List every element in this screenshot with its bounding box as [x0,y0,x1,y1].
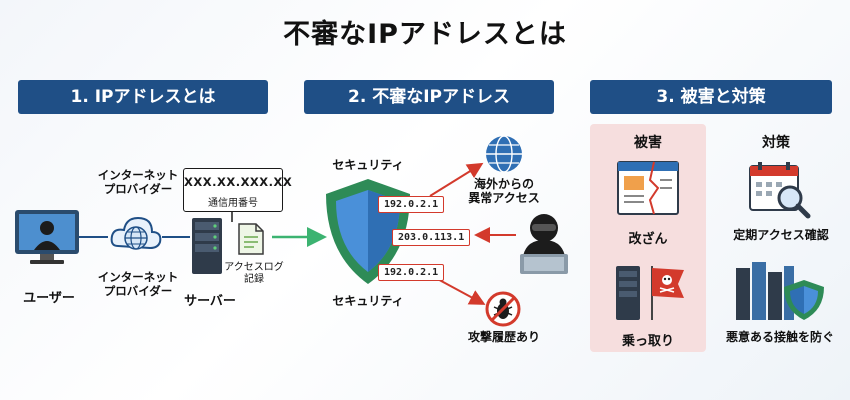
suspicious-ip-1: 192.0.2.1 [378,196,445,213]
ip-address-box: XXX.XX.XXX.XX 通信用番号 [183,168,293,212]
user-monitor-icon [15,210,79,264]
page-title: 不審なIPアドレスとは [283,19,567,50]
globe-icon [486,135,522,173]
server-label: サーバー [184,294,236,309]
access-log-label: アクセスログ 記録 [224,262,284,285]
hacker-icon [520,214,568,274]
security-top-label: セキュリティ [332,158,404,172]
ip-address-value: XXX.XX.XXX.XX [184,175,293,189]
broken-webpage-icon [617,161,679,215]
section-banner-suspicious: 2. 不審なIPアドレス [304,80,554,114]
user-label: ユーザー [23,291,75,306]
globe-cloud-icon [110,216,162,250]
section-banner-damage: 3. 被害と対策 [590,80,832,114]
measure-header: 対策 [762,135,790,151]
firewall-shield-icon [736,262,824,320]
periodic-check-label: 定期アクセス確認 [733,228,829,242]
ip-address-caption: 通信用番号 [208,198,258,209]
attack-history-label: 攻撃履歴あり [467,330,540,344]
hijacked-server-icon [616,266,684,320]
overseas-access-label: 海外からの 異常アクセス [468,177,540,205]
bug-warning-icon [485,291,521,327]
hijack-label: 乗っ取り [621,334,674,349]
server-icon [192,218,222,274]
block-malicious-label: 悪意ある接触を防ぐ [725,330,834,344]
section-banner-ip: 1. IPアドレスとは [18,80,268,114]
calendar-magnifier-icon [749,162,811,219]
damage-header: 被害 [634,135,662,151]
provider-top-label: インターネット プロバイダー [97,168,179,196]
suspicious-ip-2: 203.0.113.1 [392,229,471,246]
suspicious-ip-3: 192.0.2.1 [378,264,445,281]
document-icon [238,223,264,255]
provider-bottom-label: インターネット プロバイダー [97,270,179,298]
tamper-label: 改ざん [628,232,668,247]
security-bottom-label: セキュリティ [332,294,404,308]
